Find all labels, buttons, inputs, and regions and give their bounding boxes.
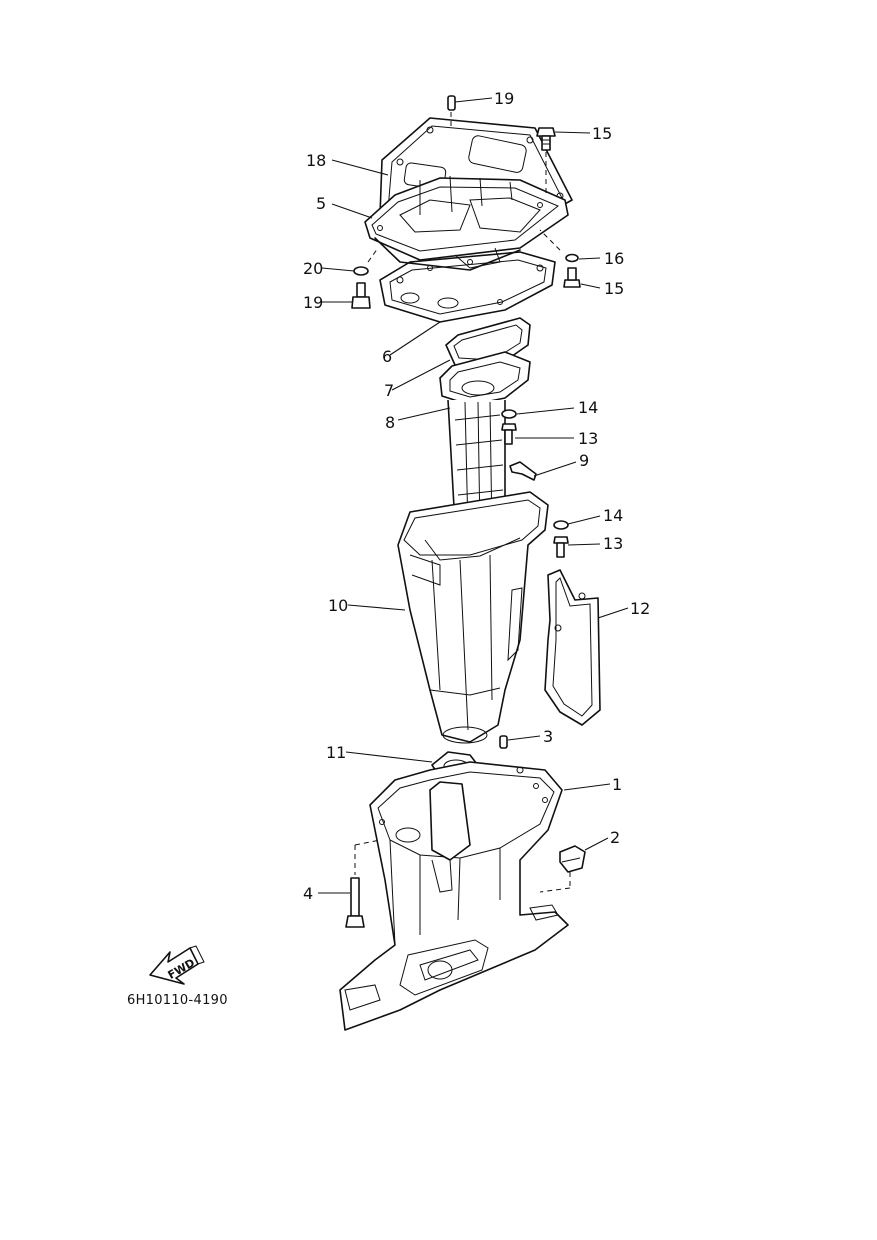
part-13-bolt-lower <box>553 536 569 558</box>
callout-13-lower: 13 <box>603 534 623 553</box>
part-5-exhaust-guide <box>364 175 569 271</box>
callout-5: 5 <box>316 194 326 213</box>
part-10-muffler <box>397 491 549 744</box>
callout-labels: 19 15 18 5 16 15 20 19 6 7 8 14 13 9 14 … <box>303 89 650 903</box>
part-13-bolt-upper <box>501 423 517 445</box>
part-12-seal <box>544 569 601 726</box>
part-15-bolt <box>563 267 581 288</box>
diagram-code: 6H10110-4190 <box>127 993 228 1008</box>
part-14-washer-lower <box>553 520 569 530</box>
callout-16: 16 <box>604 249 624 268</box>
part-3-pin <box>499 735 508 749</box>
callout-8: 8 <box>385 413 395 432</box>
part-14-washer-upper <box>501 409 517 419</box>
part-18-bolt <box>351 282 371 309</box>
part-2-cap <box>539 845 586 893</box>
part-4-bolt <box>345 839 381 928</box>
part-19-washer <box>353 247 379 276</box>
callout-18: 19 <box>303 293 323 312</box>
leader-lines <box>318 97 629 894</box>
callout-14-lower: 14 <box>603 506 623 525</box>
callout-11: 11 <box>326 743 346 762</box>
callout-14-upper: 14 <box>578 398 598 417</box>
callout-12: 12 <box>630 599 650 618</box>
callout-9: 9 <box>579 451 589 470</box>
callout-20: 18 <box>306 151 326 170</box>
callout-6: 6 <box>382 347 392 366</box>
callout-4: 4 <box>303 884 313 903</box>
callout-1: 1 <box>612 775 622 794</box>
callout-21: 19 <box>494 89 514 108</box>
fwd-arrow-icon: FWD <box>149 945 205 985</box>
callout-13-upper: 13 <box>578 429 598 448</box>
part-6-gasket <box>379 251 556 323</box>
callout-3: 3 <box>543 727 553 746</box>
part-21-pin <box>447 95 456 128</box>
callout-17: 15 <box>592 124 612 143</box>
part-9-clip <box>509 461 537 481</box>
part-1-upper-casing <box>339 761 569 1031</box>
callout-19: 20 <box>303 259 323 278</box>
callout-10: 10 <box>328 596 348 615</box>
part-16-washer <box>539 229 579 263</box>
part-17-bolt <box>536 127 556 195</box>
callout-15: 15 <box>604 279 624 298</box>
callout-7: 7 <box>384 381 394 400</box>
callout-2: 2 <box>610 828 620 847</box>
